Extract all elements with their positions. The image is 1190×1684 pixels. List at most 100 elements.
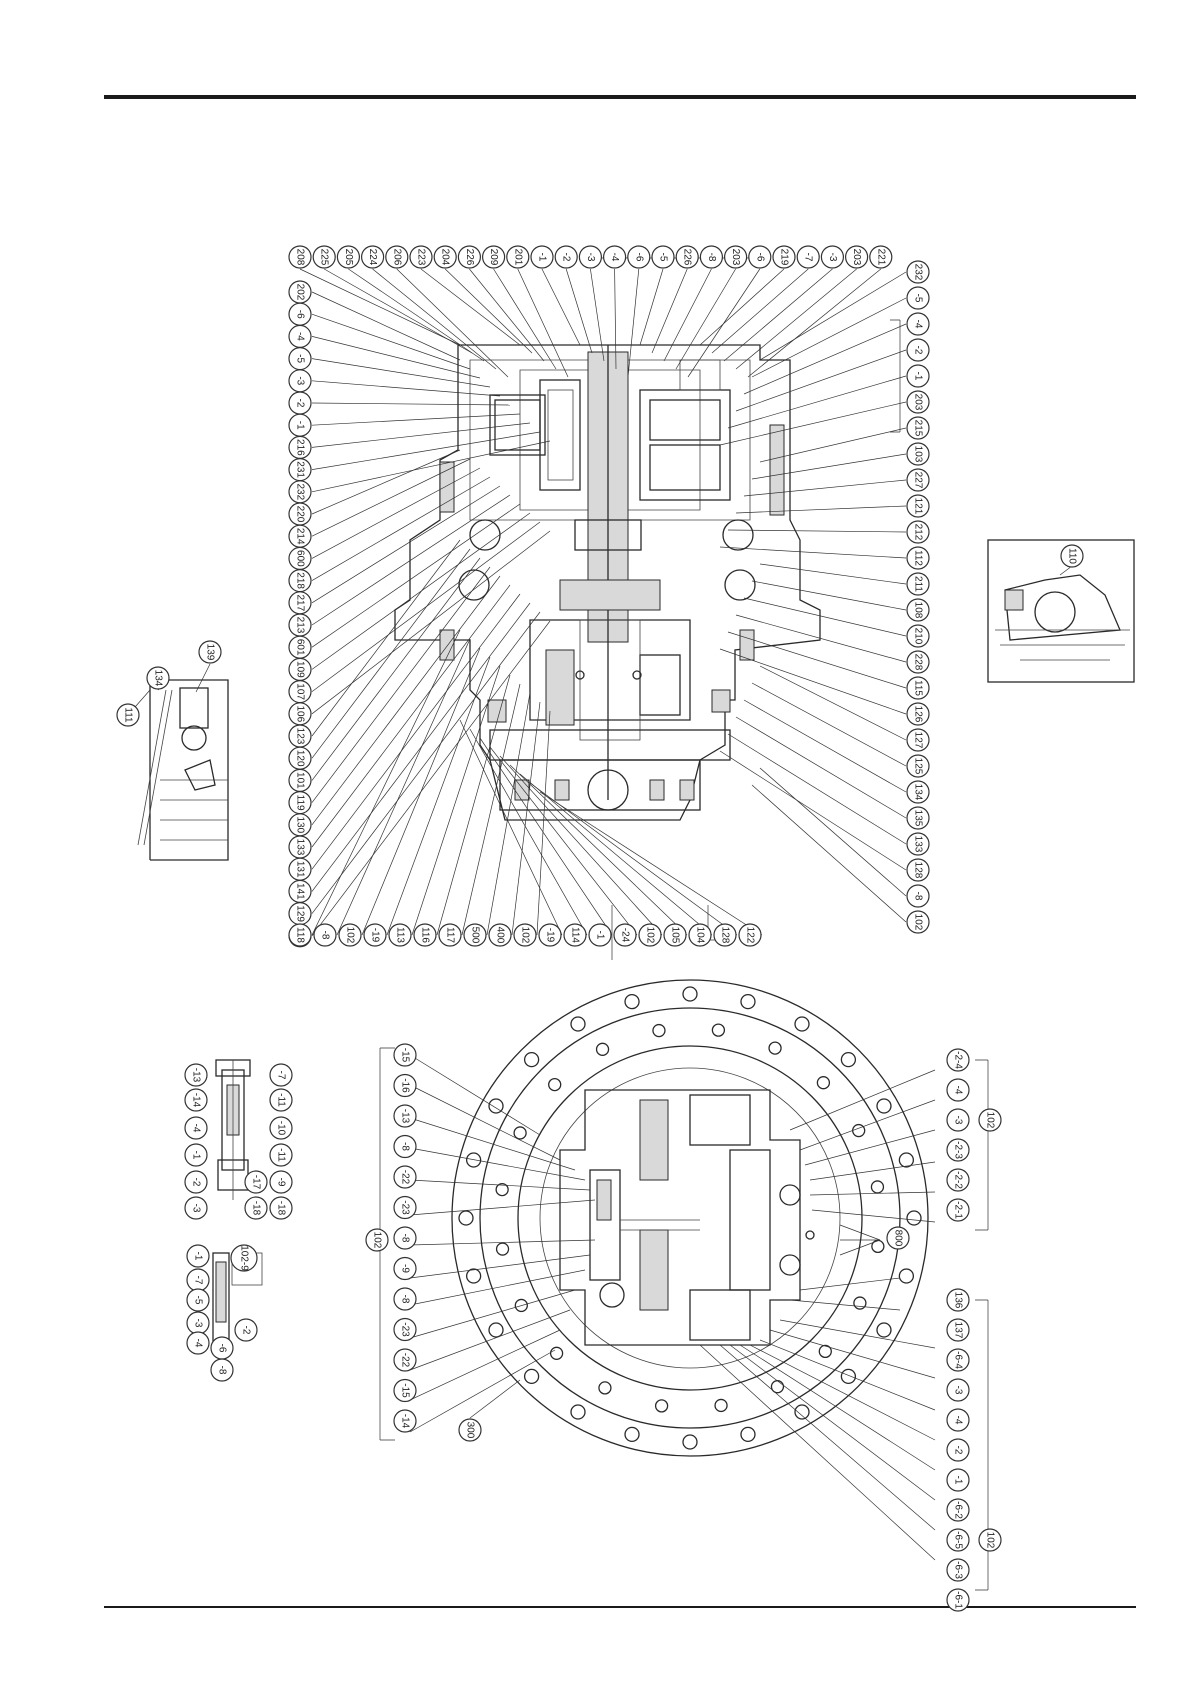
section-right-label-text: 227 <box>913 472 924 489</box>
section-right-leader <box>719 546 907 559</box>
section-right-label-text: 203 <box>913 394 924 411</box>
plan-right-label-circle <box>946 1168 970 1192</box>
plan-right-label-circle <box>946 1288 970 1312</box>
section-top-label-text: -6 <box>633 253 644 262</box>
plan-left-label-text: -15 <box>400 1048 411 1063</box>
section-right-leader <box>727 733 907 845</box>
section-left-leader <box>311 358 491 388</box>
plan-right-label-text: -2-4 <box>953 1051 964 1069</box>
section-top-label-circle <box>312 245 336 269</box>
outer-bolt-hole <box>624 1426 640 1443</box>
section-left-label-text: 118 <box>295 927 306 943</box>
section-right-label-circle <box>906 416 930 440</box>
section-top-leader <box>565 268 593 354</box>
section-left-label: 500 <box>463 923 487 947</box>
plan-left-label-circle <box>393 1287 417 1311</box>
section-right-label: 227 <box>906 468 930 492</box>
section-top-label-circle <box>627 245 651 269</box>
section-top-label: 203 <box>723 245 748 269</box>
section-left-label: 130 <box>288 813 312 837</box>
outer-bolt-hole <box>906 1210 922 1226</box>
plan-right-label: 137 <box>946 1318 970 1342</box>
section-left-label-text: 220 <box>295 506 306 523</box>
plan-right-label-text: -2-1 <box>953 1201 964 1219</box>
footer-rule <box>104 1606 1136 1608</box>
section-left-label: 101 <box>288 768 312 793</box>
section-top-label: 223 <box>409 245 433 269</box>
section-left-leader <box>311 593 521 870</box>
valve-a-label-circle <box>269 1170 293 1194</box>
valve-a-label: -7 <box>269 1063 293 1087</box>
section-left-label-circle <box>413 923 437 947</box>
section-left-label-text: 105 <box>670 927 681 944</box>
section-right-label-circle <box>906 572 930 596</box>
valve-a-label-circle <box>244 1196 268 1220</box>
section-top-label-text: 205 <box>343 249 354 266</box>
section-top-label-circle <box>457 245 481 269</box>
valve-b-label-text: -7 <box>193 1276 204 1285</box>
section-top-label-text: 226 <box>464 249 475 266</box>
plan-left-label: -13 <box>393 1104 417 1128</box>
section-left-label-text: 231 <box>295 461 306 478</box>
detail-left-label-text: 134 <box>153 670 164 687</box>
section-right-leader <box>743 323 907 395</box>
section-left-label-text: 102 <box>520 927 531 944</box>
valve-a-label-text: -4 <box>191 1124 202 1133</box>
section-right-label-text: 121 <box>913 498 924 515</box>
section-right-label: 127 <box>906 728 930 752</box>
plan-left-label-circle <box>393 1134 417 1159</box>
section-left-leader <box>311 380 501 397</box>
section-left-leader <box>311 503 521 648</box>
section-left-leader <box>479 737 613 936</box>
section-top-label-circle <box>530 245 554 269</box>
plan-right-label-text: -4 <box>953 1086 964 1095</box>
section-left-leader <box>311 449 461 515</box>
plan-right-label-text: 102 <box>985 1112 996 1129</box>
section-left-leader <box>509 764 688 936</box>
section-right-leader <box>719 648 907 715</box>
plan-left-label-circle <box>393 1195 417 1220</box>
section-left-leader <box>311 402 511 406</box>
section-right-label-text: -5 <box>913 294 924 303</box>
section-top-label: 221 <box>869 245 893 269</box>
valve-a-label-text: -14 <box>191 1093 202 1108</box>
section-left-label-circle <box>663 923 687 947</box>
section-right-label: 232 <box>906 260 930 284</box>
section-view-drawing <box>394 344 821 821</box>
section-top-leader <box>590 268 605 362</box>
inner-bolt-hole <box>711 1023 726 1037</box>
section-top-label-circle <box>506 245 530 269</box>
plan-left-label-circle <box>393 1317 417 1342</box>
section-right-label-circle <box>906 728 930 752</box>
section-left-label-circle <box>538 923 562 947</box>
valve-a-label-circle <box>184 1088 208 1112</box>
section-top-label-text: -6 <box>754 253 765 262</box>
section-left-label: 129 <box>288 901 312 926</box>
section-right-leader <box>759 271 907 361</box>
section-top-label: -6 <box>627 245 651 269</box>
plan-right-label-text: 800 <box>893 1230 904 1247</box>
outer-bolt-hole <box>898 1152 915 1168</box>
section-left-label-circle <box>363 923 387 947</box>
plan-right-label-circle <box>946 1138 970 1162</box>
section-left-label-text: 601 <box>295 639 306 656</box>
section-left-label-circle <box>588 923 612 947</box>
valve-b-label-text: -5 <box>193 1296 204 1305</box>
outer-bolt-hole <box>840 1051 857 1068</box>
section-top-leader <box>747 268 882 378</box>
section-right-label: 212 <box>906 520 930 544</box>
section-top-label: -1 <box>530 245 554 269</box>
inner-bolt-hole <box>871 1239 885 1254</box>
section-left-label-text: -24 <box>620 928 631 943</box>
detail-left-label-circle <box>116 703 140 727</box>
valve-a-label: -4 <box>184 1116 208 1140</box>
section-left-leader <box>311 440 551 493</box>
section-left-label: -5 <box>288 347 312 371</box>
plan-left-label: -8 <box>393 1226 417 1250</box>
section-left-label: 106 <box>288 702 312 726</box>
section-left-leader <box>311 313 471 370</box>
section-right-label-circle <box>906 884 930 908</box>
plan-right-label: -2-4 <box>946 1048 970 1072</box>
section-left-label: -2 <box>288 391 312 415</box>
outer-bolt-hole <box>840 1368 857 1385</box>
